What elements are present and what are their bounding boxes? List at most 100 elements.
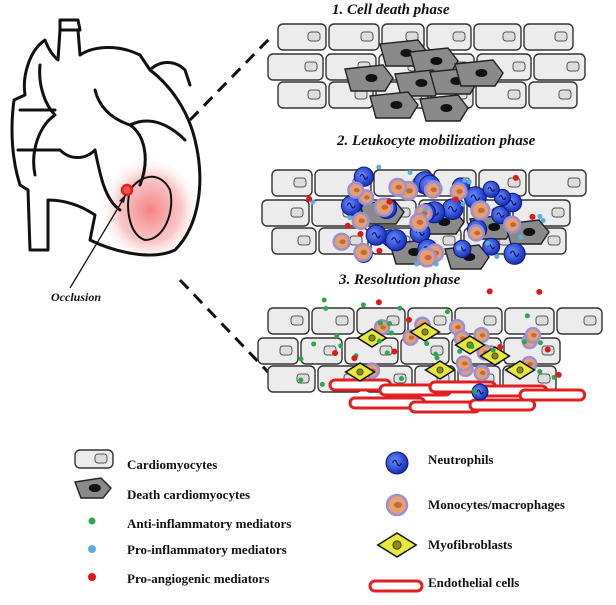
anti-inflammatory-mediator [551, 374, 557, 380]
anti-inflammatory-mediator [319, 381, 325, 387]
anti-inflammatory-mediator [384, 350, 390, 356]
pro-inflammatory-mediator [310, 199, 316, 205]
pro-angiogenic-mediator [386, 198, 393, 205]
neutrophil [482, 180, 500, 198]
legend-icons [74, 449, 424, 593]
pro-angiogenic-mediator [391, 348, 398, 355]
anti-inflammatory-mediator [469, 344, 475, 350]
monocyte [351, 211, 370, 230]
anti-inflammatory-mediator [323, 305, 329, 311]
pro-angiogenic-mediator [405, 316, 412, 323]
neutrophil [491, 205, 510, 225]
zoom-line-top [188, 36, 272, 122]
neutrophil [353, 166, 375, 187]
endothelial-cell [468, 398, 537, 412]
phase-1-title: 1. Cell death phase [332, 2, 450, 18]
legend-label-neutrophils: Neutrophils [428, 452, 494, 467]
pro-angiogenic-mediator [332, 350, 339, 357]
myofibroblast [504, 360, 536, 380]
cardiomyocyte [267, 53, 324, 81]
pro-angiogenic-mediator [497, 344, 504, 351]
myofibroblast [479, 346, 511, 366]
anti-inflammatory-mediator [398, 375, 404, 381]
pro-angiogenic-mediator [375, 299, 382, 306]
dead-cardiomyocyte [369, 91, 419, 119]
pro-angiogenic-mediator [357, 230, 364, 237]
anti-inflammatory-mediator [388, 330, 394, 336]
anti-inflammatory-mediator [434, 355, 440, 361]
monocyte [449, 182, 468, 201]
pro-angiogenic-mediator [512, 174, 519, 181]
anti-inflammatory-mediator [537, 369, 543, 375]
legend-label-pro-inflammatory: Pro-inflammatory mediators [127, 542, 287, 557]
myofibroblast [344, 362, 376, 382]
dead-cardiomyocyte [419, 94, 469, 122]
cardiomyocyte [261, 199, 310, 227]
occlusion-marker [120, 183, 134, 197]
monocyte [467, 224, 486, 242]
anti-inflammatory-mediator [311, 341, 317, 347]
cardiomyocyte [503, 337, 561, 365]
pro-angiogenic-mediator [529, 213, 536, 220]
legend-label-cardiomyocytes: Cardiomyocytes [127, 457, 218, 472]
anti-inflammatory-mediator [334, 333, 340, 339]
anti-inflammatory-mediator [298, 356, 304, 362]
cardiomyocyte [271, 227, 317, 255]
cardiomyocyte [277, 23, 327, 51]
tissue-panels [257, 23, 603, 414]
monocyte [353, 242, 373, 262]
cardiomyocyte [528, 169, 587, 197]
cardiomyocyte [328, 23, 380, 51]
legend-label-monocytes: Monocytes/macrophages [428, 497, 565, 512]
cardiomyocyte [277, 81, 327, 109]
neutrophil [384, 229, 408, 252]
occlusion-arrow [69, 197, 125, 289]
pro-inflammatory-mediator [407, 170, 413, 176]
cardiomyocyte [556, 307, 603, 335]
legend-label-myofibroblasts: Myofibroblasts [428, 537, 513, 552]
neutrophil [365, 224, 387, 246]
pro-inflammatory-mediator [347, 215, 353, 221]
pro-inflammatory-mediator [537, 213, 543, 219]
myofibroblast [376, 532, 418, 558]
cardiomyocyte [267, 365, 316, 393]
monocyte [385, 493, 409, 517]
legend-label-endothelial: Endothelial cells [428, 575, 520, 590]
pro-inflammatory-mediator [540, 217, 546, 223]
anti-inflammatory-mediator [433, 351, 439, 357]
pro-angiogenic-mediator [351, 355, 358, 362]
monocyte [503, 215, 522, 234]
pro-angiogenic-mediator [544, 346, 551, 353]
pro-inflammatory-mediator [485, 240, 491, 246]
pro-inflammatory-mediator [466, 179, 472, 185]
myofibroblast [409, 322, 441, 342]
monocyte [373, 319, 391, 336]
monocyte [473, 326, 490, 344]
pro-angiogenic-mediator [555, 371, 562, 378]
anti-inflammatory-mediator [397, 305, 403, 311]
dead-cardiomyocyte [74, 477, 112, 499]
myofibroblast [356, 328, 388, 348]
cardiomyocyte [271, 169, 313, 197]
pro-angiogenic-mediator [452, 196, 459, 203]
pro-angiogenic-mediator [536, 288, 543, 295]
anti-inflammatory-mediator [490, 347, 496, 353]
legend-label-anti-inflammatory: Anti-inflammatory mediators [127, 516, 292, 531]
monocyte [347, 181, 365, 199]
endothelial-cell [368, 579, 424, 593]
neutrophil [482, 237, 501, 256]
pro-inflammatory-mediator [433, 261, 439, 267]
occlusion-arrow-head [119, 194, 126, 203]
anti-inflammatory-mediator [424, 341, 430, 347]
anti-inflammatory-mediator [387, 321, 393, 327]
monocyte [388, 177, 408, 197]
green-dot-icon [88, 517, 96, 525]
pro-angiogenic-mediator [344, 222, 351, 229]
monocyte [470, 200, 491, 221]
anti-inflammatory-mediator [444, 309, 450, 315]
legend-label-death-cardiomyocytes: Death cardiomyocytes [127, 487, 251, 502]
cardiomyocyte [523, 23, 574, 51]
cardiomyocyte [533, 53, 586, 81]
